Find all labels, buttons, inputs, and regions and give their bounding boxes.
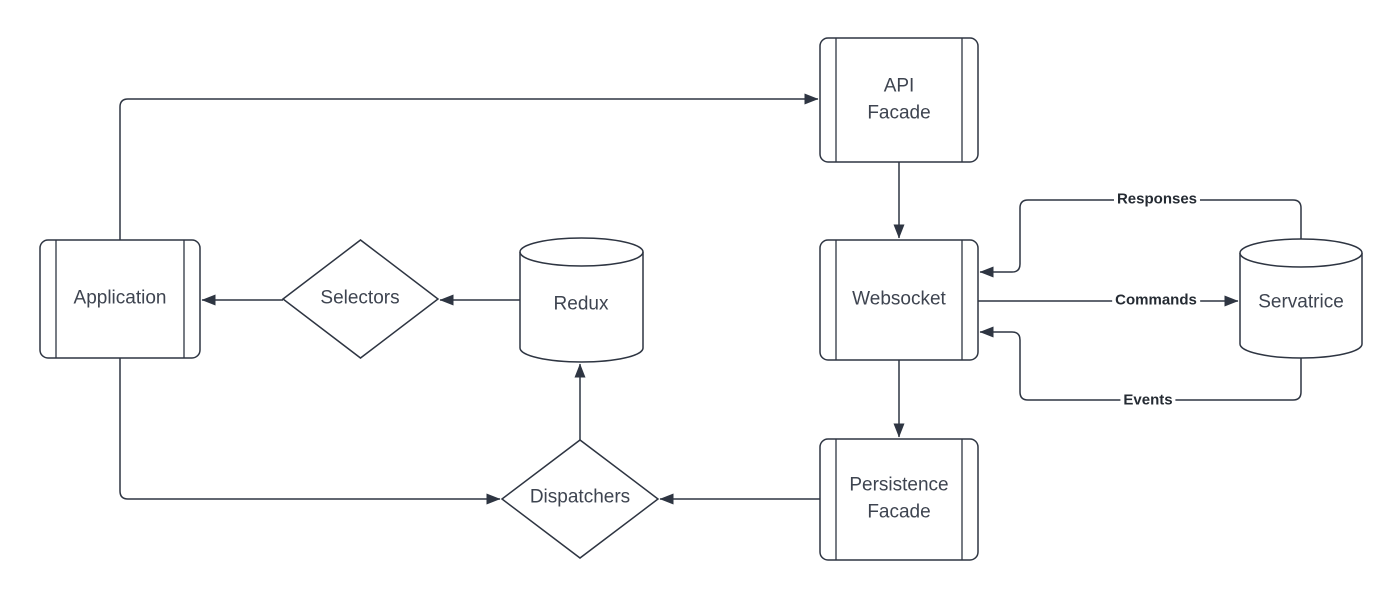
dispatchers-node: [500, 439, 660, 559]
selectors-node: [281, 239, 440, 359]
api-facade-node: [819, 37, 979, 163]
edge-application-to-dispatchers: [119, 358, 501, 505]
edge-responses-servatrice-to-websocket: [979, 199, 1302, 278]
edge-application-to-api-facade: [119, 93, 819, 240]
redux-node: [519, 237, 644, 363]
edge-events-servatrice-to-websocket: [979, 326, 1302, 401]
application-node: [39, 239, 201, 359]
servatrice-node: [1239, 238, 1363, 359]
websocket-node: [819, 239, 979, 361]
persistence-facade-node: [819, 438, 979, 561]
